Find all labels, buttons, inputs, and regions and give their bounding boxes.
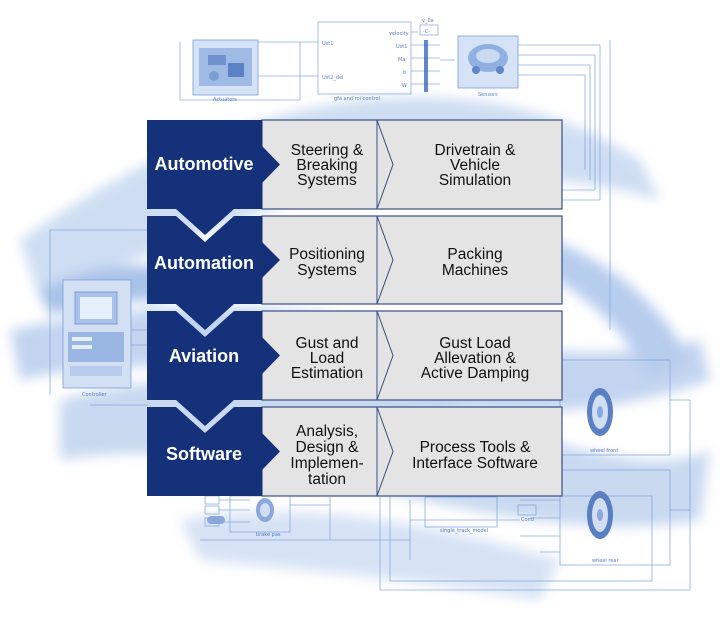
svg-text:Gust and: Gust and: [296, 335, 359, 352]
svg-text:Simulation: Simulation: [439, 172, 511, 189]
label-arrow-automotive: [262, 146, 280, 183]
cell-positioning: Positioning Systems: [289, 246, 365, 279]
svg-text:Cond: Cond: [521, 517, 534, 523]
svg-text:Systems: Systems: [297, 172, 357, 189]
svg-text:wheel front: wheel front: [590, 448, 618, 454]
controller-block: Controller: [62, 279, 132, 398]
cell-process-tools: Process Tools & Interface Software: [412, 439, 538, 472]
label-arrow-aviation: [262, 337, 280, 374]
svg-text:Implemen-: Implemen-: [290, 455, 363, 472]
svg-text:Analysis,: Analysis,: [296, 423, 358, 440]
label-shape-automotive: [147, 120, 262, 235]
bus-bar: [424, 40, 428, 92]
label-arrow-automation: [262, 242, 280, 278]
label-arrow-software: [262, 433, 280, 470]
svg-text:Packing: Packing: [447, 246, 502, 263]
controller-label: Controller: [82, 392, 108, 398]
svg-text:Design &: Design &: [296, 439, 360, 456]
wheel-rear-block: wheel rear: [587, 491, 619, 564]
svg-text:-C-: -C-: [423, 29, 430, 35]
row-software-cells: [261, 406, 563, 497]
svg-text:gfa and roi control: gfa and roi control: [334, 96, 380, 102]
row-aviation-cells: [261, 310, 563, 401]
sensors-label: Sensors: [478, 92, 498, 98]
cell-analysis-design: Analysis, Design & Implemen- tation: [290, 423, 363, 488]
brake-block: brake pas: [207, 498, 281, 538]
svg-text:v_0a: v_0a: [422, 18, 434, 24]
actuators-label: Actuators: [213, 97, 237, 103]
row-label-software: Software: [166, 444, 242, 464]
cell-gust-load-estimation: Gust and Load Estimation: [291, 335, 363, 382]
single-track-block-text: single_track_model Cond: [440, 517, 534, 534]
svg-text:Ust1: Ust1: [322, 41, 333, 47]
svg-text:Ma: Ma: [398, 57, 405, 63]
svg-text:single_track_model: single_track_model: [440, 528, 488, 534]
actuators-block: Actuators: [192, 39, 259, 103]
row-automation: [261, 215, 563, 305]
svg-text:Load: Load: [310, 350, 344, 367]
svg-text:Interface Software: Interface Software: [412, 455, 538, 472]
svg-text:Process Tools &: Process Tools &: [420, 439, 532, 456]
svg-text:Gust Load: Gust Load: [439, 335, 511, 352]
label-shape-software: [147, 407, 262, 496]
cell-steering-breaking: Steering & Breaking Systems: [291, 142, 364, 189]
diagram-lines: [49, 21, 691, 591]
svg-text:Steering &: Steering &: [291, 142, 364, 159]
row-automotive: [261, 119, 563, 210]
cell-gust-load-allevation: Gust Load Allevation & Active Damping: [421, 335, 530, 382]
svg-text:brake pas: brake pas: [256, 532, 281, 538]
svg-text:Vehicle: Vehicle: [450, 157, 500, 174]
svg-text:Allevation &: Allevation &: [434, 350, 517, 367]
row-label-automotive: Automotive: [155, 154, 254, 174]
svg-text:b: b: [403, 70, 406, 76]
row-automation-cells: [261, 215, 563, 305]
sensors-block: Sensors: [457, 35, 519, 98]
label-shape-aviation: [147, 311, 262, 426]
svg-text:Drivetrain &: Drivetrain &: [435, 142, 517, 159]
wheel-front-block: wheel front: [587, 388, 618, 454]
svg-text:W: W: [402, 83, 407, 89]
row-automotive-cells: [261, 119, 563, 210]
svg-text:tation: tation: [308, 471, 346, 488]
svg-text:Ust2_del: Ust2_del: [322, 75, 344, 81]
label-shape-automation: [147, 216, 262, 330]
svg-text:Ust1: Ust1: [396, 44, 407, 50]
svg-text:Active Damping: Active Damping: [421, 365, 530, 382]
row-label-aviation: Aviation: [169, 346, 239, 366]
row-aviation: [261, 310, 563, 401]
row-label-automation: Automation: [154, 253, 254, 273]
cell-packing-machines: Packing Machines: [442, 246, 509, 279]
svg-text:Systems: Systems: [297, 262, 357, 279]
cell-drivetrain-vehicle: Drivetrain & Vehicle Simulation: [435, 142, 517, 189]
row-software: [261, 406, 563, 497]
svg-text:Positioning: Positioning: [289, 246, 365, 263]
svg-text:velocity: velocity: [389, 31, 409, 37]
svg-text:Estimation: Estimation: [291, 365, 363, 382]
gfa-control-block-text: Ust1 Ust2_del velocity Ust1 Ma b W gfa a…: [322, 18, 434, 102]
svg-text:Machines: Machines: [442, 262, 509, 279]
svg-text:Breaking: Breaking: [296, 157, 357, 174]
svg-text:wheel rear: wheel rear: [592, 558, 619, 564]
